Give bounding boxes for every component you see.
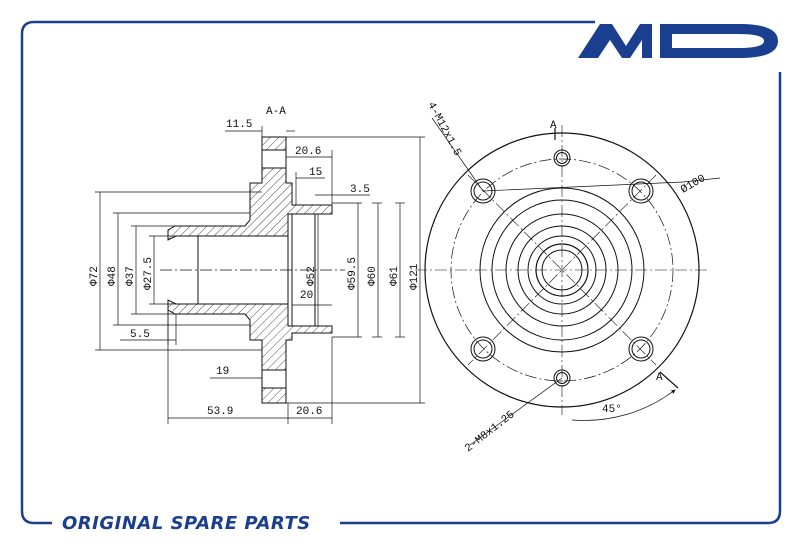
bolt-hole <box>628 178 654 204</box>
front-labels: A A 4-M12x1.5 Ø100 2-M8x1.25 45° <box>424 100 707 455</box>
bolt-hole <box>628 336 654 362</box>
dim-3-5: 3.5 <box>350 184 370 196</box>
dim-phi61: Φ61 <box>389 266 401 286</box>
bolt-hole <box>470 336 496 362</box>
front-view <box>415 117 721 446</box>
section-view <box>160 136 345 404</box>
brand-logo: AMD <box>578 22 778 68</box>
dim-phi48: Φ48 <box>107 266 119 286</box>
small-hole-spec: 2-M8x1.25 <box>463 409 517 455</box>
small-hole <box>553 369 571 387</box>
dim-phi27-5: Φ27.5 <box>143 257 155 290</box>
bolt-hole <box>470 178 496 204</box>
tagline: ORIGINAL SPARE PARTS <box>62 513 311 534</box>
dim-phi72: Φ72 <box>89 266 101 286</box>
dim-19: 19 <box>216 366 229 378</box>
dim-phi121: Φ121 <box>409 263 421 290</box>
small-hole <box>553 149 571 167</box>
section-dimensions <box>95 126 425 424</box>
dim-phi37: Φ37 <box>125 266 137 286</box>
frame-border <box>20 20 782 525</box>
dim-phi52: Φ52 <box>306 266 318 286</box>
dim-15: 15 <box>309 167 322 179</box>
dim-phi60: Φ60 <box>367 266 379 286</box>
dim-11-5: 11.5 <box>226 119 252 131</box>
dim-5-5: 5.5 <box>130 329 150 341</box>
dim-phi59-5: Φ59.5 <box>347 257 359 290</box>
dim-20-6-top: 20.6 <box>295 146 321 158</box>
dim-20: 20 <box>300 290 313 302</box>
angle-label: 45° <box>602 404 622 416</box>
section-mark-bottom: A <box>656 372 663 384</box>
section-title: A-A <box>266 106 286 118</box>
logo-text: AMD <box>578 22 682 68</box>
dim-53-9: 53.9 <box>207 406 233 418</box>
pcd-label: Ø100 <box>679 173 708 197</box>
bolt-hole-spec: 4-M12x1.5 <box>424 100 462 158</box>
section-mark-top: A <box>550 120 557 132</box>
dim-20-6-bottom: 20.6 <box>296 406 322 418</box>
